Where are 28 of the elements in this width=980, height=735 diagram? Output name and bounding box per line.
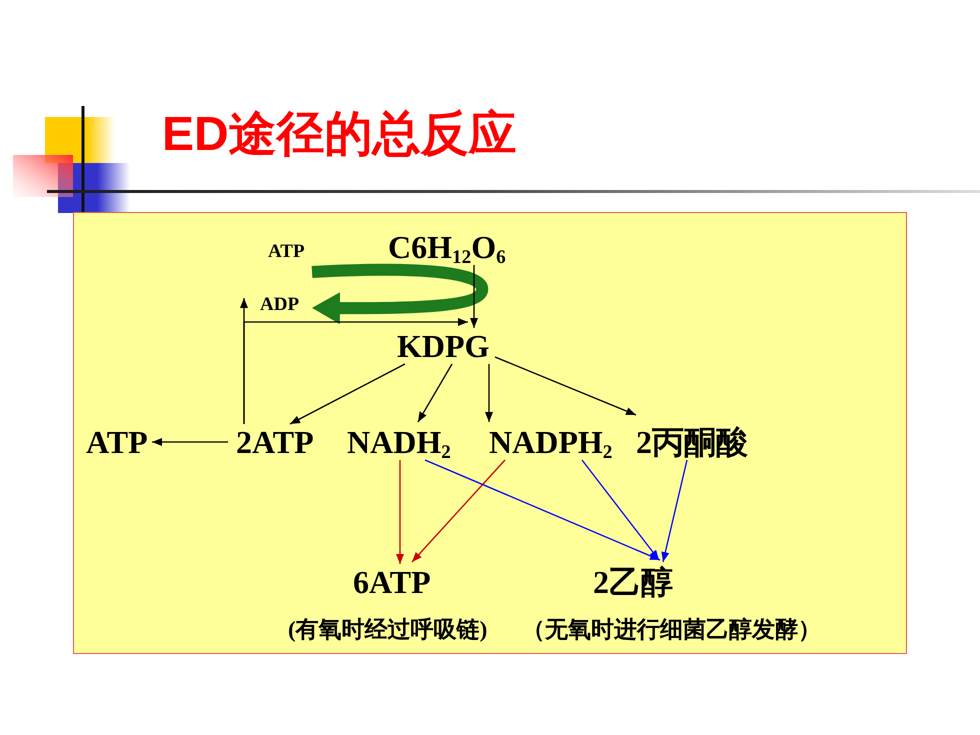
arrow (470, 265, 478, 328)
arrow (290, 363, 406, 425)
condition-note: （无氧时进行细菌乙醇发酵） (522, 617, 821, 643)
compound-label: NADPH$_{2}$ (489, 424, 612, 460)
slide-title: ED途径的总反应 (162, 108, 517, 161)
compound-label: ATP (86, 424, 148, 460)
arrow (494, 356, 636, 416)
compound-label: ATP (268, 241, 305, 263)
diagram-panel (73, 212, 907, 654)
compound-label: 6ATP (353, 564, 431, 600)
compound-label: NADH$_{2}$ (347, 424, 451, 460)
arrow (396, 460, 404, 564)
arrow (152, 438, 228, 446)
compound-label: 2ATP (236, 424, 314, 460)
compound-label: ADP (260, 294, 300, 316)
compound-label: 2乙醇 (593, 564, 673, 600)
arrow (581, 460, 660, 560)
arrow (417, 364, 453, 422)
compound-label: KDPG (397, 328, 490, 364)
condition-note: (有氧时经过呼吸链) (288, 617, 488, 643)
arrow (661, 460, 688, 562)
arrow (243, 318, 468, 424)
arrow (412, 460, 506, 562)
arrow (485, 364, 493, 422)
curved-arrow (312, 264, 488, 324)
compound-label: C6H$_{12}$O$_{6}$ (388, 229, 506, 265)
compound-label: 2丙酮酸 (636, 424, 748, 460)
arrow (424, 459, 660, 561)
